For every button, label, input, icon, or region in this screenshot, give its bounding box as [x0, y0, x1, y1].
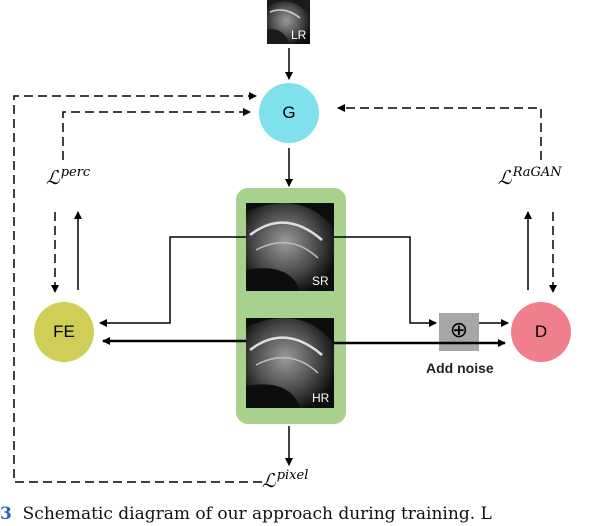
add-noise-label: Add noise — [426, 360, 494, 376]
solid-arrows — [74, 48, 532, 466]
discriminator-label: D — [534, 322, 548, 341]
sr-label: SR — [312, 274, 329, 288]
hr-image — [246, 318, 334, 408]
perceptual-loss-label: ℒperc — [46, 165, 91, 189]
pixel-loss-label: ℒpixel — [262, 468, 309, 492]
generator-label: G — [282, 103, 296, 122]
sr-image — [246, 203, 334, 291]
feature-extractor-node — [34, 302, 94, 362]
hr-label: HR — [312, 391, 330, 405]
generator-node — [259, 83, 319, 143]
discriminator-node — [511, 302, 571, 362]
noise-symbol: ⊕ — [449, 318, 469, 343]
hr-arrows — [102, 337, 506, 347]
dashed-arrows — [13, 92, 557, 483]
lr-image — [267, 0, 310, 44]
ragan-loss-label: ℒRaGAN — [498, 165, 562, 189]
feature-extractor-label: FE — [53, 322, 75, 341]
figure-caption: 3 Schematic diagram of our approach duri… — [0, 504, 492, 524]
noise-box — [439, 313, 479, 351]
lr-label: LR — [291, 28, 307, 42]
